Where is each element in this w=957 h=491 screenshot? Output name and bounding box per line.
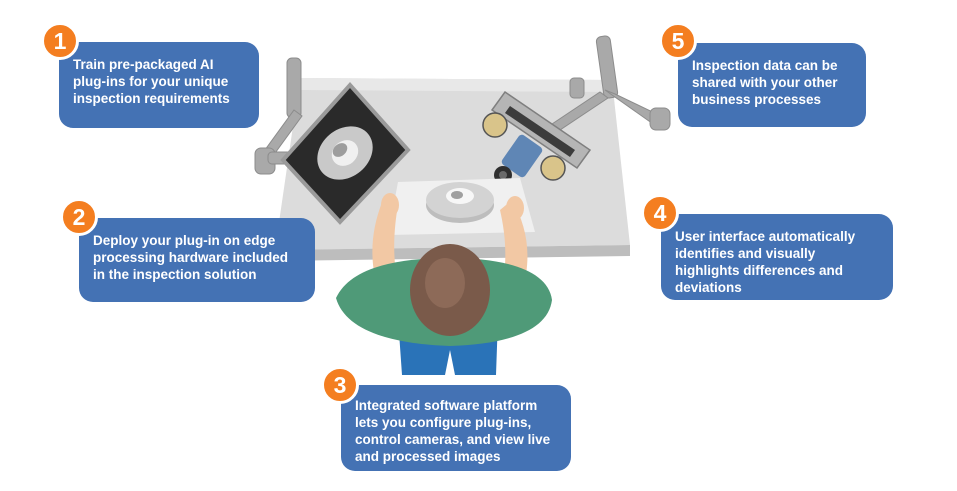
step-2-badge: 2 (60, 198, 98, 236)
step-5-text: Inspection data can be shared with your … (692, 58, 838, 107)
step-1-callout: Train pre-packaged AI plug-ins for your … (59, 42, 259, 128)
camera-arm-icon (551, 35, 671, 131)
step-4-number: 4 (653, 200, 667, 226)
step-2-text: Deploy your plug-in on edge processing h… (93, 233, 289, 282)
step-3-number: 3 (333, 372, 347, 398)
step-4-text: User interface automatically identifies … (675, 229, 856, 295)
worker-icon (336, 193, 552, 375)
step-5-badge: 5 (659, 22, 697, 60)
step-3-badge: 3 (321, 366, 359, 404)
step-5-callout: Inspection data can be shared with your … (678, 43, 866, 127)
step-3-callout: Integrated software platform lets you co… (341, 385, 571, 471)
inspected-part-icon (388, 178, 535, 235)
step-1-number: 1 (53, 28, 67, 54)
step-3-text: Integrated software platform lets you co… (355, 398, 551, 464)
step-4-callout: User interface automatically identifies … (661, 214, 893, 300)
step-2-number: 2 (72, 204, 86, 230)
monitor-icon (280, 81, 411, 225)
step-5-number: 5 (671, 28, 685, 54)
step-2-callout: Deploy your plug-in on edge processing h… (79, 218, 315, 302)
step-1-text: Train pre-packaged AI plug-ins for your … (73, 57, 230, 106)
step-4-badge: 4 (641, 194, 679, 232)
step-1-badge: 1 (41, 22, 79, 60)
